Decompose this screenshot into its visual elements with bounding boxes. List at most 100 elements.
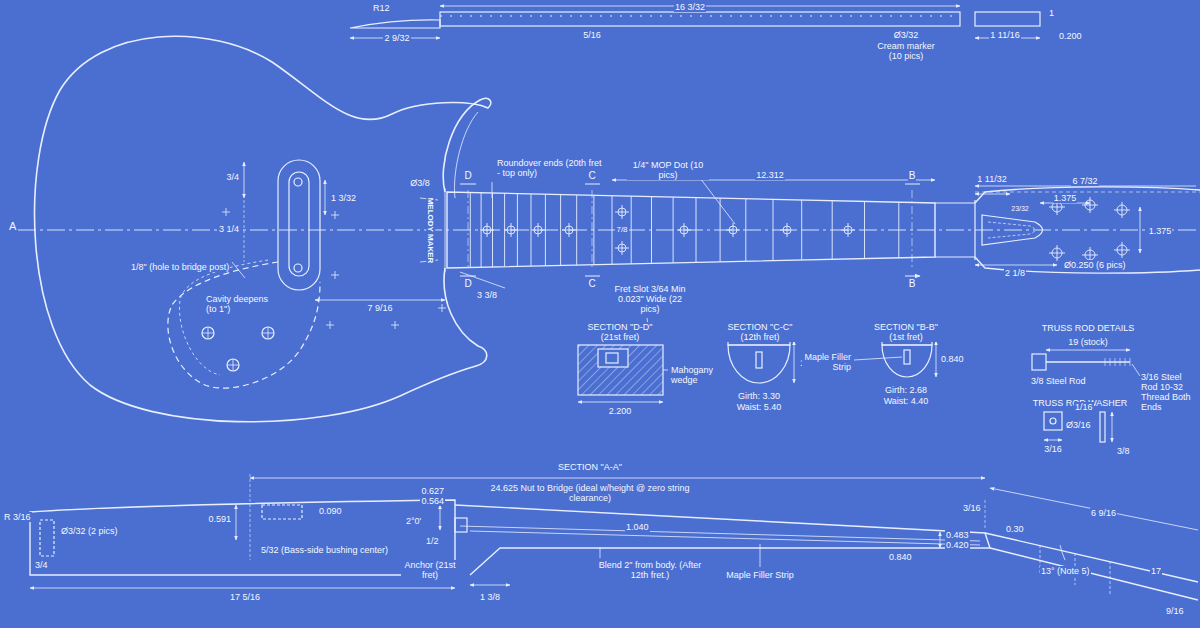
leader-line [854,357,902,360]
control-cavity [168,262,320,388]
dimension-line [1046,350,1130,351]
dimension-line [1140,207,1141,253]
dimension-line [250,478,985,479]
dimension-line [1112,412,1113,442]
dimension-label: 0.483 [945,530,970,540]
dimension-label: 2 9/32 [383,33,410,43]
section-dd [578,345,663,395]
leader-line [1132,364,1140,376]
dimension-line [325,180,326,215]
dimension-label: 3 3/8 [476,290,498,300]
nut-area [935,200,975,260]
truss-rod-cavity [988,222,1035,238]
cavity-step [179,260,268,375]
dimension-label: 1 11/32 [976,174,1007,184]
position-dots [562,223,576,237]
radius-piece [350,20,440,28]
leader-line [232,262,245,278]
dimension-line [460,272,505,288]
dimension-label: 2.200 [608,406,633,416]
dimension-label: Maple Filler Strip [725,570,795,580]
section-line [468,190,912,270]
dimension-line [936,341,937,377]
dimension-label: 3/16 Steel Rod 10-32 Thread Both Ends [1140,372,1198,412]
dimension-label: 0.200 [1058,31,1083,41]
dimension-label: Mahogany wedge [670,365,730,385]
dimension-label: Fret Slot 3/64 Min 0.023" Wide (22 pics) [609,284,691,314]
truss-rod [1046,361,1130,363]
dimension-line [975,194,1010,195]
dimension-label: 3/8 Steel Rod [1030,376,1087,386]
truss-channel [598,349,628,367]
dimension-label: 6 9/16 [1090,508,1117,518]
dimension-label: 0.591 [207,514,232,524]
position-dots [480,205,855,255]
dimension-label: 24.625 Nut to Bridge (ideal w/height @ z… [474,483,706,503]
dimension-label: Cavity deepens (to 1") [205,294,279,314]
dimension-label: 1/8" (hole to bridge post) [130,262,230,272]
section-arrow [460,184,920,276]
dimension-label: 1 11/16 [989,30,1020,40]
dimension-label: SECTION "D-D" (21st fret) [580,322,660,342]
dimension-label: 17 5/16 [229,592,261,602]
pickup-cavity [262,505,302,519]
dimension-label: 0.840 [940,354,965,364]
dimension-label: Maple Filler Strip [802,352,852,372]
dimension-label: 1 3/32 [330,193,357,203]
dimension-label: 0.090 [318,506,343,516]
filler-strip [460,526,980,545]
dimension-label: 1/16 [1074,402,1094,412]
dimension-label: TRUSS ROD DETAILS [1041,323,1135,333]
filler-strip [904,350,910,364]
position-dots [504,223,518,237]
dimension-label: 19 (stock) [1067,337,1109,347]
dimension-label: 0.840 [888,552,913,562]
dimension-label: 1.040 [625,522,650,532]
section-cc [728,345,790,383]
dimension-label: MELODY MAKER [426,196,435,264]
dimension-label: B [908,278,917,289]
dimension-label: C [587,170,596,181]
frets [470,180,899,280]
dimension-line [236,505,237,540]
position-dots [677,223,691,237]
position-dots [615,205,629,219]
dimension-label: 7 9/16 [366,303,393,313]
thread [1105,358,1130,366]
dimension-label: R12 [372,3,391,13]
dimension-label: 16 3/32 [674,2,706,12]
fret-ticks [440,15,960,16]
dimension-label: Blend 2" from body. (After 12th fret.) [592,560,709,580]
truss-anchor [455,518,467,532]
dimension-label: 1.375 [1053,193,1078,203]
dimension-label: 7/8 [615,225,628,234]
tuner-holes [1049,197,1130,263]
pickup [289,172,309,276]
dimension-label: Ø3/8 [409,178,431,188]
truss-rod [756,352,762,368]
extension-line [975,192,1200,193]
dimension-label: 1 [1048,8,1055,18]
truss-anchor [1032,354,1046,370]
dimension-label: D [463,278,472,289]
dimension-label: 2 1/8 [1004,268,1026,278]
dimension-label: 3/4 [225,172,240,182]
tuner-post [1040,545,1110,595]
neck-profile [455,505,990,575]
roundover-line [454,112,478,198]
dimension-label: 3/8 [1116,446,1131,456]
dimension-line [578,402,663,403]
dimension-label: Girth: 3.30 [737,391,781,401]
headstock-profile [985,533,1198,600]
center-line [18,230,1198,231]
dimension-label: 3/16 [1043,444,1063,454]
dimension-line [794,341,795,383]
leader-line [663,370,668,371]
position-dots [531,223,545,237]
dimension-label: A [8,220,17,232]
screw-hole [294,178,302,186]
line-work [18,6,1200,600]
dimension-label: 3/16 [962,503,982,513]
